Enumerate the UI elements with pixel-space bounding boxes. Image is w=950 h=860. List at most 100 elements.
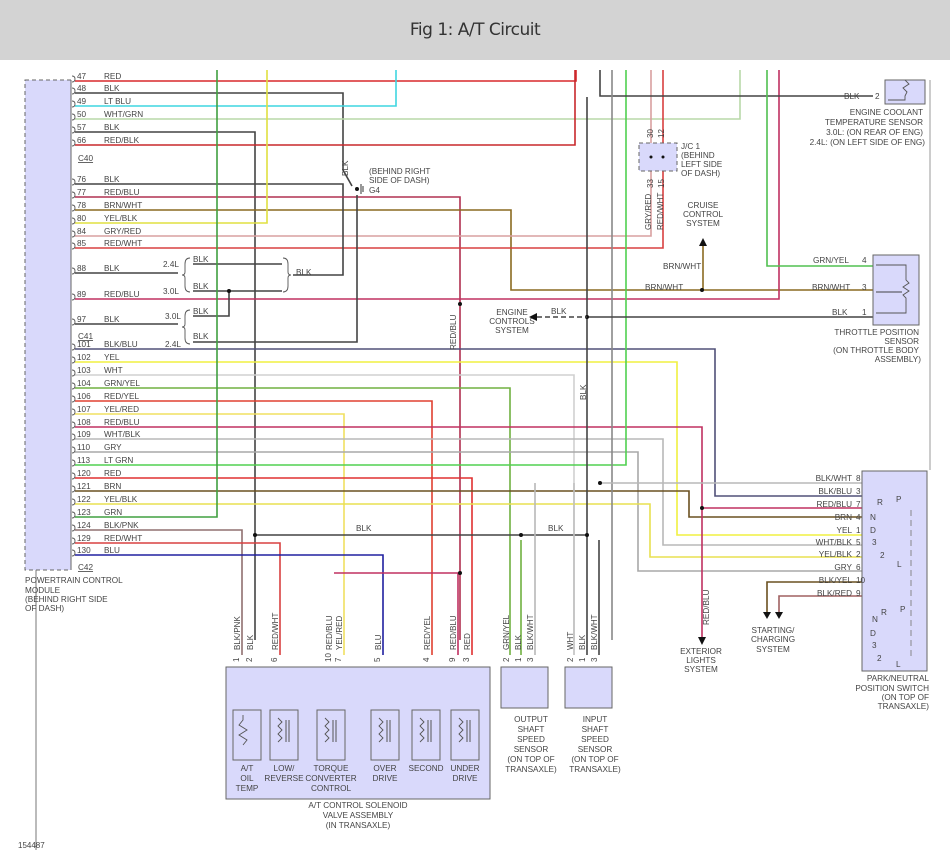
pn-wire-label: BLK/BLU: [818, 487, 852, 496]
jc1-splice: [661, 155, 665, 159]
jc1-box: [638, 142, 678, 172]
wire-red-yel: [75, 400, 433, 655]
pos-2: 2: [880, 551, 885, 560]
pcm-wire-label: BLK: [104, 175, 120, 184]
sensor-wire-label: BLK/WHT: [590, 614, 599, 650]
solenoid-wire-label: BLK/PNK: [233, 616, 242, 650]
pos-r: R: [881, 608, 887, 617]
pcm-wire-label: BLK: [104, 123, 120, 132]
sensor-label: SENSOR: [578, 745, 613, 754]
pos-n: N: [870, 513, 876, 522]
exterior-lights-label: LIGHTS: [686, 656, 716, 665]
wire-lt-grn: [75, 70, 627, 466]
pcm-wire-label: LT BLU: [104, 97, 131, 106]
wire-yel-blk: [75, 503, 870, 558]
wire-label-brn-wht: BRN/WHT: [812, 283, 850, 292]
sensor-label: SPEED: [517, 735, 545, 744]
pin-connector-icon: [71, 524, 76, 532]
wire-blk-blu: [75, 348, 870, 497]
pcm-pin-number: 121: [77, 482, 91, 491]
starting-label: SYSTEM: [756, 645, 790, 654]
wire-yel: [75, 361, 870, 536]
wire-blk: [75, 92, 353, 187]
pin-connector-icon: [71, 242, 76, 250]
tps-label: (ON THROTTLE BODY: [833, 346, 919, 355]
figure-id: 154487: [18, 841, 45, 850]
starting-label: CHARGING: [751, 635, 795, 644]
solenoid-component: [316, 709, 346, 761]
wire-red-wht: [75, 70, 664, 249]
pin-connector-icon: [71, 537, 76, 545]
pos-d: D: [870, 526, 876, 535]
solenoid-pin-number: 5: [373, 657, 382, 662]
coil-icon: [378, 717, 384, 743]
jc1-pin: 33: [646, 179, 655, 188]
solenoid-pin-number: 10: [324, 653, 333, 662]
pn-pin-number: 5: [856, 538, 861, 547]
pn-wire-label: GRY: [834, 563, 852, 572]
pn-label: TRANSAXLE): [878, 702, 930, 711]
variant-3-0l: 3.0L: [163, 287, 179, 296]
solenoid-component-label: REVERSE: [264, 774, 304, 783]
wire-label-blk: BLK: [296, 268, 312, 277]
pos-l: L: [896, 660, 901, 669]
sensor-label: (ON TOP OF: [507, 755, 554, 764]
tps-label: SENSOR: [884, 337, 919, 346]
splice-dot: [585, 533, 589, 537]
solenoid-wire-label: BLU: [374, 634, 383, 650]
wire-label-blk: BLK: [832, 308, 848, 317]
solenoid-component-label: TORQUE: [314, 764, 349, 773]
pcm-pin-number: 85: [77, 239, 87, 248]
solenoid-component-label: UNDER: [450, 764, 479, 773]
starting-charging-system: STARTING/ CHARGING SYSTEM: [751, 612, 795, 654]
splice-dot: [700, 288, 704, 292]
wire-wht-grn: [75, 70, 741, 120]
pcm-wire-label: GRN: [104, 508, 122, 517]
solenoid-components: A/TOILTEMPLOW/REVERSETORQUECONVERTERCONT…: [232, 709, 480, 793]
pcm-pin-number: 104: [77, 379, 91, 388]
sensor-label: TRANSAXLE): [505, 765, 557, 774]
pcm-pin-number: 97: [77, 315, 87, 324]
pos-2: 2: [877, 654, 882, 663]
input-sensor-labels: WHT2BLK1BLK/WHT3INPUTSHAFTSPEEDSENSOR(ON…: [566, 614, 621, 774]
pcm-wire-label: WHT/BLK: [104, 430, 141, 439]
pn-switch-box: [861, 470, 928, 672]
pcm-pin-number: 110: [77, 443, 90, 452]
pcm-pin-number: 88: [77, 264, 87, 273]
wire-label-blk: BLK: [579, 384, 588, 400]
solenoid-wire-label: YEL/RED: [335, 616, 344, 650]
solenoid-assembly-label: (IN TRANSAXLE): [326, 821, 391, 830]
pcm-pin-number: 50: [77, 110, 87, 119]
tps-pin: 4: [862, 256, 867, 265]
pcm-pin-number: 108: [77, 418, 91, 427]
solenoid-component-label: OVER: [373, 764, 396, 773]
solenoid-component-label: A/T: [241, 764, 254, 773]
wire-blk-pnk: [75, 529, 243, 655]
wire-label-blk: BLK: [356, 524, 372, 533]
coolant-label: ENGINE COOLANT: [850, 108, 923, 117]
jc1-pin: 15: [657, 179, 666, 188]
solenoid-component-label: CONTROL: [311, 784, 351, 793]
pin-connector-icon: [71, 446, 76, 454]
coil-icon: [324, 717, 330, 743]
pcm-wire-label: RED/BLU: [104, 188, 140, 197]
pcm-wire-label: YEL/RED: [104, 405, 139, 414]
pin-connector-icon: [71, 511, 76, 519]
pin-connector-icon: [71, 318, 76, 326]
solenoid-pin-number: 6: [270, 657, 279, 662]
pcm-wire-label: LT GRN: [104, 456, 133, 465]
pcm-wire-label: RED/BLU: [104, 290, 140, 299]
pcm-wire-label: YEL/BLK: [104, 495, 138, 504]
connector-c42: C42: [78, 563, 93, 572]
pcm-wire-label: RED: [104, 469, 121, 478]
pcm-wire-label: RED/BLK: [104, 136, 140, 145]
pn-pin-number: 7: [856, 500, 861, 509]
pin-connector-icon: [71, 369, 76, 377]
pin-connector-icon: [71, 75, 76, 83]
pos-l: L: [897, 560, 902, 569]
wire-label-brn-wht: BRN/WHT: [663, 262, 701, 271]
solenoid-component: [232, 709, 262, 761]
